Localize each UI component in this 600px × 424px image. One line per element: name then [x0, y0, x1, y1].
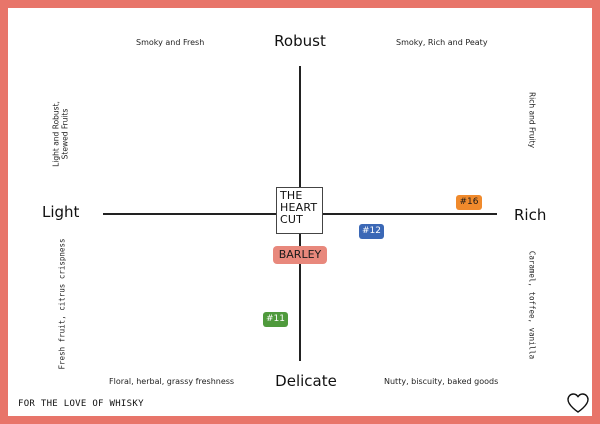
quadrant-label-top-right: Smoky, Rich and Peaty [396, 38, 488, 47]
side-note-left-top-line2: Stewed Fruits [61, 108, 70, 160]
logo-line-3: CUT [280, 213, 304, 226]
tag-16[interactable]: #16 [456, 195, 482, 210]
logo-line-2: HEART [280, 201, 318, 214]
logo-line-1: THE [280, 189, 303, 202]
axis-label-light: Light [42, 203, 80, 221]
tag-12[interactable]: #12 [359, 224, 384, 239]
heart-icon[interactable] [566, 392, 590, 414]
footer-tagline: FOR THE LOVE OF WHISKY [18, 399, 144, 409]
side-note-left-bottom: Fresh fruit, citrus crispness [57, 238, 67, 370]
quadrant-label-bottom-right: Nutty, biscuity, baked goods [384, 377, 499, 386]
side-note-left-top: Light and Robust, Stewed Fruits [52, 101, 71, 167]
axis-label-robust: Robust [274, 32, 326, 50]
tag-11[interactable]: #11 [263, 312, 288, 327]
quadrant-label-bottom-left: Floral, herbal, grassy freshness [109, 377, 235, 386]
tag-barley[interactable]: BARLEY [273, 246, 327, 264]
quadrant-label-top-left: Smoky and Fresh [136, 38, 205, 47]
axis-label-delicate: Delicate [275, 372, 337, 390]
axis-label-rich: Rich [514, 206, 547, 224]
side-note-right-top: Rich and Fruity [527, 91, 537, 149]
heart-cut-logo: THE HEART CUT [276, 187, 323, 234]
flavour-map: Robust Delicate Light Rich Smoky and Fre… [8, 8, 592, 416]
side-note-left-top-line1: Light and Robust, [51, 101, 61, 167]
side-note-right-bottom: Caramel, toffee, vanilla [527, 250, 537, 360]
